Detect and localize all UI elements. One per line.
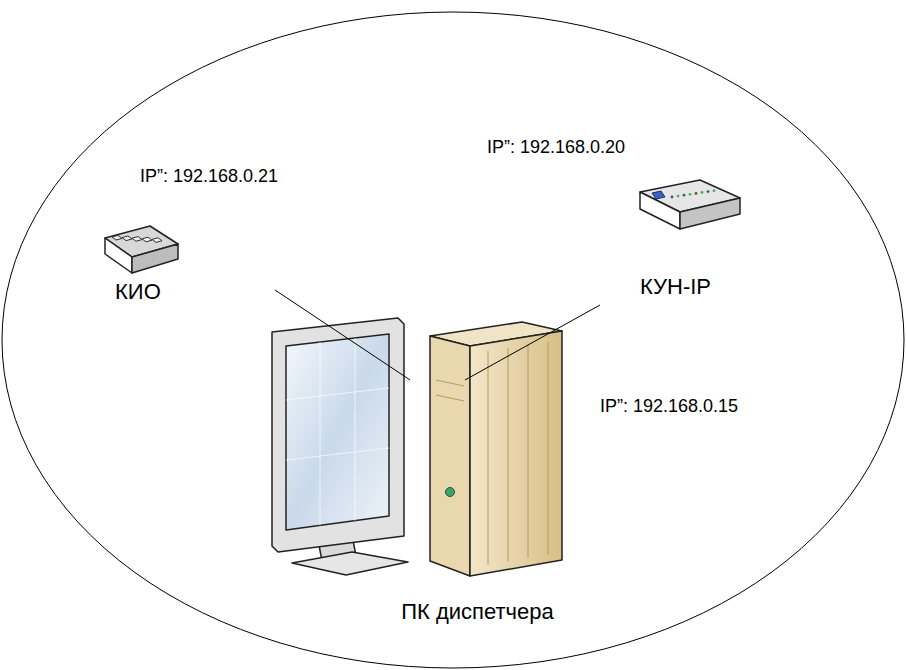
device-name: ПК диспетчера [385, 599, 570, 625]
switch-icon [105, 226, 178, 273]
network-link [275, 290, 410, 380]
monitor-icon [272, 318, 408, 575]
tower-icon [430, 322, 562, 576]
ip-address: IP”: 192.168.0.20 [487, 137, 625, 159]
ip-address: IP”: 192.168.0.21 [140, 166, 278, 188]
ip-address: IP”: 192.168.0.15 [600, 396, 738, 418]
network-link [465, 305, 600, 380]
device-name: КУН-IP [640, 274, 750, 300]
device-name: КИО [115, 279, 275, 305]
controller-icon [640, 180, 740, 229]
device-node: ПК диспетчера [270, 380, 570, 630]
device-node: КУН-IP [600, 180, 750, 305]
network-boundary [2, 12, 904, 668]
device-node: КИО [100, 222, 275, 307]
